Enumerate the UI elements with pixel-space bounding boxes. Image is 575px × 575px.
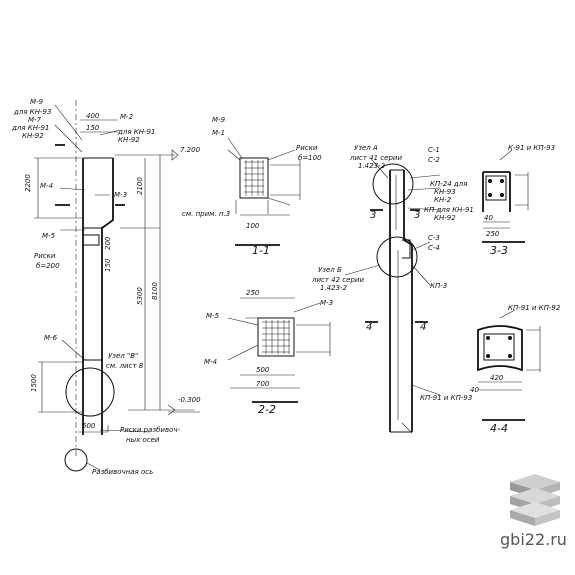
site-watermark: gbi22.ru <box>500 530 567 549</box>
label-m2: M-2 <box>120 113 134 121</box>
section-3-3-labels: К-91 и КП-93 40 250 3-3 <box>484 144 555 257</box>
node-kn92: КН-92 <box>434 214 456 222</box>
section-4-4 <box>477 309 541 421</box>
node-kp3: КП-3 <box>430 282 447 290</box>
node-cut-4a: 4 <box>366 322 372 333</box>
dim-2100: 2100 <box>136 177 144 195</box>
sec22-m5: M-5 <box>206 312 220 320</box>
node-c4: С-4 <box>428 244 440 252</box>
dim-minus-0300: -0.300 <box>178 396 201 404</box>
sec11-sm: см. прим. п.3 <box>182 210 230 218</box>
label-m9: M-9 <box>30 98 44 106</box>
column-elevation <box>34 100 200 472</box>
node-cut-3a: 3 <box>370 210 376 221</box>
label-uzel-v: Узел "В" <box>108 352 138 360</box>
sec33-label: К-91 и КП-93 <box>508 144 555 152</box>
dim-1500: 1500 <box>30 374 38 392</box>
node-labels: Узел А лист 41 серии 1.423-2 С-1 С-2 КП-… <box>311 144 474 402</box>
label-m6: M-6 <box>44 334 58 342</box>
node-c1: С-1 <box>428 146 440 154</box>
label-kn92: КН-92 <box>22 132 44 140</box>
section-1-1 <box>227 137 301 246</box>
dim-8100: 8100 <box>151 282 159 300</box>
sec33-d250: 250 <box>486 230 500 238</box>
dim-7200: 7.200 <box>180 146 201 154</box>
sec44-label: КП-91 и КП-92 <box>508 304 561 312</box>
node-kp-kn91: КП для КН-91 <box>424 206 474 214</box>
label-m5: M-5 <box>42 232 56 240</box>
dim-400: 400 <box>86 112 100 120</box>
column-dimensions: 400 150 7.200 2200 2100 5300 8100 200 15… <box>24 112 201 430</box>
node-cut-4b: 4 <box>420 322 426 333</box>
sec22-m3: M-3 <box>320 299 333 307</box>
node-cut-3b: 3 <box>414 210 420 221</box>
label-riski: Риски <box>34 252 56 260</box>
sec33-d40: 40 <box>484 214 493 222</box>
sec11-d100: 100 <box>246 222 260 230</box>
column-labels: M-9 для КН-93 M-7 для КН-91 КН-92 M-2 дл… <box>11 98 180 476</box>
section-4-4-labels: КП-91 и КП-92 420 40 4-4 <box>470 304 561 435</box>
node-kp-bottom: КП-91 и КП-93 <box>420 394 472 402</box>
sec33-title: 3-3 <box>490 244 508 257</box>
label-razb-os: Разбивочная ось <box>92 468 153 476</box>
section-1-1-labels: M-9 M-1 Риски б=100 100 см. прим. п.3 1-… <box>182 116 322 257</box>
node-c2: С-2 <box>428 156 440 164</box>
node-kn2: КН-2 <box>434 196 452 204</box>
dim-200: 200 <box>104 236 112 250</box>
label-m7: M-7 <box>28 116 42 124</box>
dim-150: 150 <box>86 124 100 132</box>
sec22-title: 2-2 <box>258 403 276 416</box>
node-kn93: КН-93 <box>434 188 456 196</box>
dim-150b: 150 <box>104 258 112 272</box>
section-2-2 <box>227 297 331 403</box>
label-dlya-kn91b: для КН-91 <box>117 128 155 136</box>
node-uzel-a: Узел А <box>354 144 378 152</box>
node-uzel-a-series: 1.423-2 <box>358 162 386 170</box>
node-uzel-a-sheet: лист 41 серии <box>349 154 402 162</box>
sec22-m4: M-4 <box>204 358 217 366</box>
dim-500: 500 <box>82 422 96 430</box>
sec44-title: 4-4 <box>490 422 508 435</box>
node-kp24: КП-24 для <box>430 180 467 188</box>
sec44-d420: 420 <box>490 374 504 382</box>
label-dlya-kn91: для КН-91 <box>11 124 49 132</box>
node-c3: С-3 <box>428 234 440 242</box>
section-3-3 <box>482 149 529 243</box>
sec11-m9: M-9 <box>212 116 226 124</box>
sec11-riski: Риски <box>296 144 318 152</box>
label-m3: M-3 <box>114 191 127 199</box>
label-dlya-kn93: для КН-93 <box>13 108 51 116</box>
sec11-riski-step: б=100 <box>298 154 322 162</box>
sec11-m1: M-1 <box>212 129 225 137</box>
dim-5300: 5300 <box>136 287 144 305</box>
sec22-d250: 250 <box>246 289 260 297</box>
node-uzel-b-sheet: лист 42 серии <box>311 276 364 284</box>
sec22-d500: 500 <box>256 366 270 374</box>
label-kn92b: КН-92 <box>118 136 140 144</box>
sec44-d40: 40 <box>470 386 479 394</box>
label-riski-step: б=200 <box>36 262 60 270</box>
section-2-2-labels: 250 M-5 M-3 M-4 500 700 2-2 <box>204 289 333 416</box>
label-riski-razb2: ных осей <box>126 436 160 444</box>
sec22-d700: 700 <box>256 380 270 388</box>
label-riski-razb: Риски разбивоч- <box>120 426 180 434</box>
stack-logo-icon <box>510 474 560 526</box>
node-uzel-b: Узел Б <box>318 266 342 274</box>
node-elevation <box>344 159 441 434</box>
sec11-title: 1-1 <box>252 244 270 257</box>
node-uzel-b-series: 1.423-2 <box>320 284 348 292</box>
dim-2200: 2200 <box>24 174 32 192</box>
label-m4: M-4 <box>40 182 53 190</box>
label-uzel-v-sheet: см. лист 8 <box>106 362 144 370</box>
